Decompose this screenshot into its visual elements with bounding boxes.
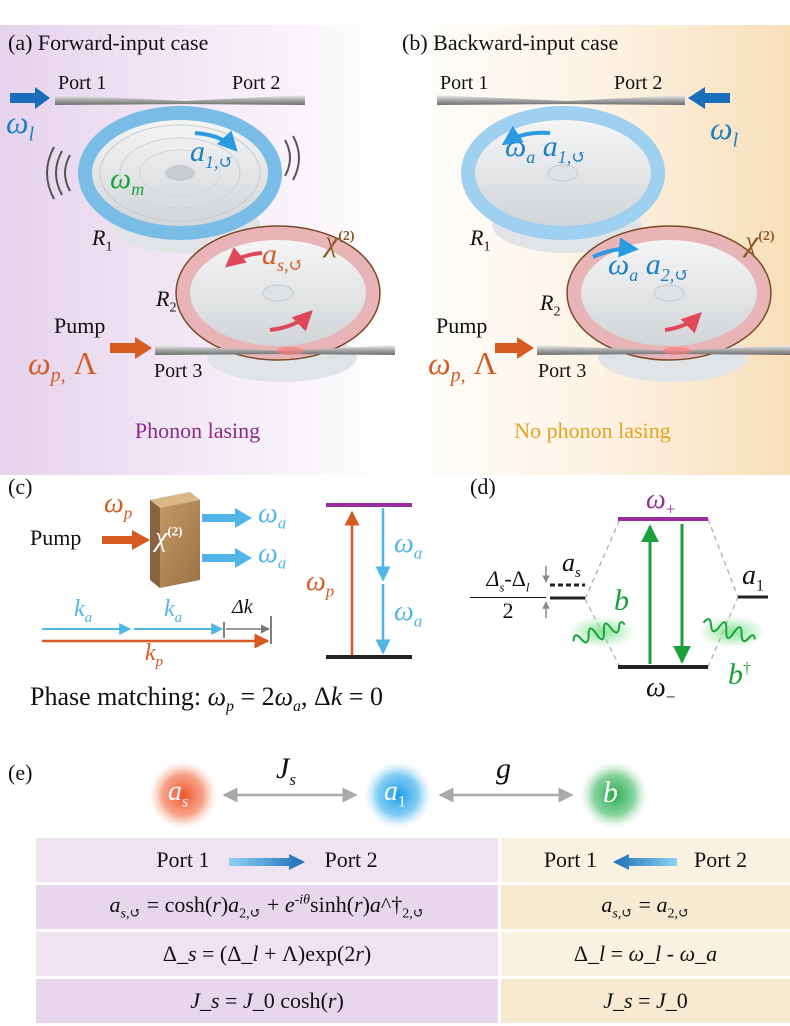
d-bdag-label: b† (728, 658, 751, 692)
b-pump-frequency: ωp, Λ (428, 345, 497, 387)
b-mode-a2: ωa a2,↺ (608, 248, 689, 286)
a-mode-as: as,↺ (262, 238, 304, 276)
table-cell-unsqueezed-mode: as,↺ = a2,↺ (500, 884, 790, 931)
c-pump-arrow (102, 530, 150, 550)
c-wa-top-label: ωa (258, 498, 286, 534)
a-pump-frequency: ωp, Λ (28, 345, 97, 387)
b-mode-a1: ωa a1,↺ (505, 130, 586, 168)
table-header-forward: Port 1 Port 2 (36, 838, 500, 884)
c-dk-label: Δk (232, 596, 253, 619)
d-b-label: b (614, 584, 629, 618)
comparison-table: Port 1 Port 2 Port 1 Port 2 as,↺ = cosh(… (36, 838, 790, 1026)
a-pump-label: Pump (54, 313, 105, 339)
a-mode-a1: a1,↺ (190, 135, 234, 173)
e-node-a1-label: a1 (384, 776, 406, 812)
arrow-right-icon (227, 854, 307, 870)
c-level-wp-label: ωp (306, 566, 334, 602)
d-w-minus-label: ω− (646, 672, 675, 708)
table-header-backward: Port 1 Port 2 (500, 838, 790, 884)
a-port2-label: Port 2 (232, 72, 280, 95)
table-cell-coupling-backward: J_s = J_0 (500, 978, 790, 1025)
a-chi2-label: χ(2) (325, 225, 355, 259)
b-port3-label: Port 3 (538, 360, 586, 383)
c-output-arrow-top (202, 508, 252, 528)
d-phonon-wave-bdag (698, 616, 766, 648)
e-node-b-label: b (603, 776, 618, 810)
b-port1-label: Port 1 (440, 72, 488, 95)
e-coupling-g-label: g (496, 752, 511, 786)
c-output-arrow-bottom (202, 548, 252, 568)
d-as-label: as (562, 548, 581, 582)
c-wp-label: ωp (104, 488, 132, 524)
c-kp-label: kp (145, 640, 163, 671)
panel-e-label: (e) (8, 760, 32, 786)
b-caption-no-phonon-lasing: No phonon lasing (395, 418, 790, 444)
a-input-frequency: ωl (6, 104, 34, 146)
c-level-wa2-label: ωa (394, 596, 422, 632)
a-r2-label: R2 (156, 286, 176, 316)
b-port2-label: Port 2 (614, 72, 662, 95)
panel-c-label: (c) (8, 474, 32, 500)
b-r2-label: R2 (540, 290, 560, 320)
b-input-frequency: ωl (710, 110, 738, 152)
a-caption-phonon-lasing: Phonon lasing (0, 418, 395, 444)
panel-b-label: (b) Backward-input case (402, 30, 618, 56)
panel-c-phase-matching (0, 470, 420, 700)
panel-a-label: (a) Forward-input case (8, 30, 208, 56)
table-cell-squeezed-mode: as,↺ = cosh(r)a2,↺ + e-iθsinh(r)a^†2,↺ (36, 884, 500, 931)
table-row: J_s = J_0 cosh(r) J_s = J_0 (36, 978, 790, 1025)
d-a1-label: a1 (742, 560, 764, 596)
a-mechanical-frequency: ωm (110, 162, 144, 200)
e-node-as-label: as (168, 776, 188, 812)
c-level-wa1-label: ωa (394, 528, 422, 564)
table-cell-detuning-forward: Δ_s = (Δ_l + Λ)exp(2r) (36, 931, 500, 978)
b-pump-label: Pump (436, 313, 487, 339)
table-row: Δ_s = (Δ_l + Λ)exp(2r) Δ_l = ω_l - ω_a (36, 931, 790, 978)
c-phase-matching-equation: Phase matching: ωp = 2ωa, Δk = 0 (30, 682, 383, 716)
a-port1-label: Port 1 (58, 72, 106, 95)
c-ka1-label: ka (74, 596, 92, 627)
c-wa-bottom-label: ωa (258, 538, 286, 574)
c-chi2-label: χ(2) (155, 522, 183, 554)
a-port3-label: Port 3 (154, 360, 202, 383)
d-w-plus-label: ω+ (646, 484, 675, 520)
table-cell-coupling-forward: J_s = J_0 cosh(r) (36, 978, 500, 1025)
table-row: Port 1 Port 2 Port 1 Port 2 (36, 838, 790, 884)
arrow-left-icon (613, 854, 679, 870)
e-coupling-js-label: Js (276, 752, 296, 790)
d-phonon-wave-b (568, 616, 636, 648)
c-ka2-label: ka (164, 596, 182, 627)
a-r1-label: R1 (92, 225, 112, 255)
d-detuning-fraction: Δs-Δl 2 (470, 566, 546, 624)
c-pump-label: Pump (30, 525, 81, 551)
panel-d-label: (d) (470, 474, 496, 500)
b-r1-label: R1 (470, 225, 490, 255)
b-chi2-label: χ(2) (745, 225, 775, 259)
table-row: as,↺ = cosh(r)a2,↺ + e-iθsinh(r)a^†2,↺ a… (36, 884, 790, 931)
table-cell-detuning-backward: Δ_l = ω_l - ω_a (500, 931, 790, 978)
